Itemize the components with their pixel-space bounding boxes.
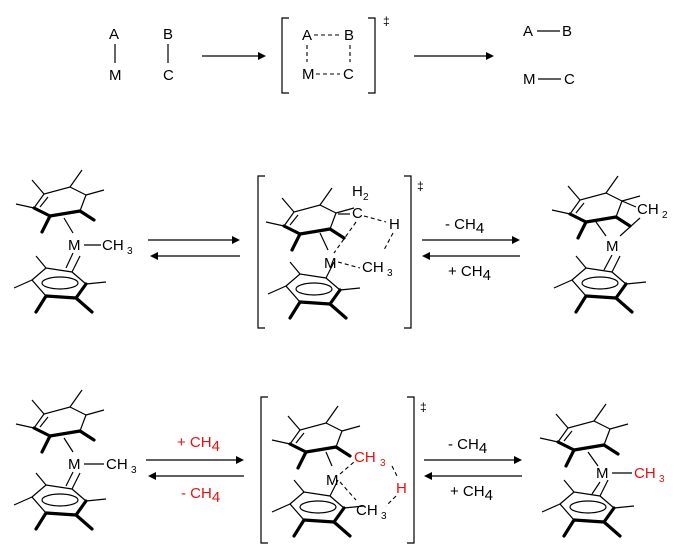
equilibrium-arrows (148, 236, 240, 260)
cp-ring-icon (270, 478, 366, 538)
ts-bracket-right (407, 396, 415, 544)
left-methyl-label: CH (102, 237, 124, 254)
product-metal-atom: M (606, 238, 619, 255)
atom-b: B (163, 26, 173, 43)
left-metal-atom: M (68, 237, 81, 254)
ts-methyl-label: CH (362, 259, 384, 276)
ts-transfer-hydrogen: H (396, 480, 407, 497)
left-methyl-subscript: 3 (131, 465, 137, 476)
cp-ring-icon (540, 478, 636, 538)
ts-bracket-right (404, 175, 412, 329)
product-atom-c: C (564, 71, 575, 88)
ts-incoming-methyl: CH (354, 449, 376, 466)
ts-outgoing-methyl: CH (356, 502, 378, 519)
remove-methane-label: - CH4 (181, 485, 220, 506)
ts-double-dagger: ‡ (417, 179, 424, 193)
ts-bracket-left (281, 17, 289, 94)
ts-methyl-subscript: 3 (387, 268, 393, 279)
ts-double-dagger: ‡ (420, 400, 427, 414)
ts-metal-atom: M (326, 472, 339, 489)
reverse-label: + CH4 (450, 483, 493, 504)
general-scheme: A M B C A B M C ‡ A B M C (109, 14, 575, 94)
cp-ring-icon (270, 404, 362, 470)
atom-m: M (109, 67, 122, 84)
arrow-right (202, 52, 266, 60)
left-methyl-label: CH (106, 456, 128, 473)
product-atom-a: A (523, 23, 533, 40)
product-ch2-subscript: 2 (662, 210, 668, 221)
cp-ring-icon (550, 174, 642, 240)
ts-incoming-methyl-subscript: 3 (380, 458, 386, 469)
left-metal-atom: M (68, 456, 81, 473)
cp-ring-icon (12, 471, 108, 531)
ts-outgoing-methyl-subscript: 3 (381, 511, 387, 522)
reverse-label: + CH4 (448, 263, 491, 284)
product-metal-atom: M (596, 465, 609, 482)
cp-ring-icon (12, 254, 108, 314)
equilibrium-arrows (422, 236, 520, 260)
product-atom-m: M (523, 71, 536, 88)
atom-c: C (163, 67, 174, 84)
arrow-right (414, 52, 494, 60)
forward-label: - CH4 (448, 436, 487, 457)
product-methyl-label: CH (634, 465, 656, 482)
methane-exchange-scheme: M CH 3 + CH4 - CH4 M CH 3 H CH 3 ‡ - (12, 388, 665, 544)
ts-metal-atom: M (324, 255, 337, 272)
tuck-in-scheme: M CH 3 M H 2 C H CH 3 ‡ (12, 168, 668, 329)
cp-ring-icon (264, 186, 356, 252)
equilibrium-arrows (424, 456, 522, 480)
ts-hydrogen: H (389, 216, 400, 233)
product-atom-b: B (562, 23, 572, 40)
ts-atom-b: B (344, 27, 354, 44)
equilibrium-arrows (146, 456, 244, 480)
ts-carbon: C (352, 205, 363, 222)
product-ch2-label: CH (637, 201, 659, 218)
ts-atom-c: C (343, 66, 354, 83)
ts-bracket-left (257, 175, 265, 329)
cp-ring-icon (14, 388, 106, 454)
cp-ring-icon (266, 260, 362, 320)
add-methane-label: + CH4 (177, 434, 220, 455)
left-methyl-subscript: 3 (127, 246, 133, 257)
ts-atom-a: A (302, 27, 312, 44)
ts-ch2-subscript: 2 (363, 192, 369, 203)
cp-ring-icon (552, 254, 648, 314)
ts-ch2-h: H (352, 183, 363, 200)
cp-ring-icon (538, 402, 630, 468)
cp-ring-icon (14, 168, 106, 234)
forward-label: - CH4 (445, 216, 484, 237)
ts-bracket-right (368, 17, 376, 94)
ts-bracket-left (260, 396, 268, 544)
ts-double-dagger: ‡ (383, 14, 390, 28)
ts-atom-m: M (302, 66, 315, 83)
product-methyl-subscript: 3 (659, 474, 665, 485)
atom-a: A (109, 26, 119, 43)
